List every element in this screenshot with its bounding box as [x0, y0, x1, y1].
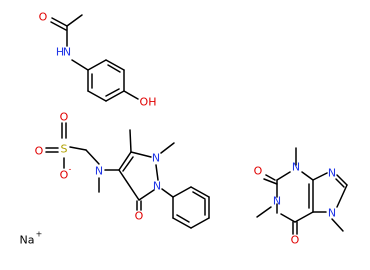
- atom-label-sulfur: S: [61, 143, 68, 156]
- atom-label-oxygen: O: [35, 145, 44, 158]
- bond: [130, 151, 152, 158]
- sodium-counterion: Na +: [20, 230, 43, 247]
- bond: [87, 59, 107, 71]
- bond: [87, 90, 107, 102]
- atom-label-nitrogen: N: [153, 180, 161, 193]
- bond: [256, 206, 272, 218]
- atom-label-nitrogen: N: [152, 152, 160, 165]
- charge-label-negative: -: [69, 165, 72, 174]
- bond: [190, 186, 210, 198]
- bond: [50, 21, 67, 31]
- caffeine-structure: N N N N O O: [254, 147, 348, 247]
- bond: [129, 129, 132, 153]
- bond: [301, 171, 314, 181]
- atom-label-oxygen: O: [291, 234, 300, 247]
- atom-label-nitrogen: N: [273, 195, 281, 208]
- bond: [105, 59, 125, 71]
- bond: [161, 188, 174, 198]
- bond: [71, 59, 89, 71]
- atom-label-nitrogen: N: [63, 46, 71, 59]
- bond: [192, 191, 206, 200]
- bond: [190, 217, 210, 229]
- bond: [105, 88, 120, 97]
- bond: [312, 172, 328, 181]
- bond: [118, 169, 140, 201]
- bond: [155, 164, 159, 181]
- bond: [66, 14, 83, 27]
- bond: [280, 213, 296, 223]
- bond: [85, 149, 100, 165]
- bond: [122, 156, 134, 172]
- bond: [160, 142, 175, 154]
- atom-label-nitrogen: N: [292, 161, 300, 174]
- bond: [336, 184, 348, 208]
- bond: [105, 90, 125, 102]
- bond: [123, 90, 139, 100]
- bond: [263, 178, 278, 185]
- charge-label-positive: +: [36, 230, 43, 239]
- atom-label-hydroxyl: OH: [140, 96, 157, 109]
- bond: [69, 146, 87, 151]
- metamizole-structure: S O O O - N N N O: [35, 111, 210, 229]
- bond: [118, 151, 132, 171]
- atom-label-oxygen: O: [254, 165, 263, 178]
- bond: [331, 218, 344, 232]
- atom-label-hydrogen: H: [56, 46, 64, 59]
- bond: [294, 211, 314, 223]
- bond: [336, 174, 348, 186]
- bond: [138, 189, 155, 201]
- atom-label-oxygen: O: [60, 111, 69, 124]
- bond: [107, 64, 121, 73]
- bond: [176, 214, 190, 223]
- bond: [172, 186, 192, 198]
- atom-label-oxygen: O: [135, 210, 144, 223]
- bond: [335, 178, 345, 188]
- atom-label-sodium: Na: [20, 234, 35, 247]
- bond: [51, 17, 68, 27]
- bond: [276, 171, 291, 181]
- atom-label-nitrogen: N: [328, 207, 336, 220]
- bond: [265, 174, 276, 181]
- atom-label-oxygen: O: [39, 11, 48, 24]
- atom-label-nitrogen: N: [328, 167, 336, 180]
- atom-label-oxygen: O: [60, 169, 69, 182]
- paracetamol-structure: O H N OH: [39, 11, 157, 109]
- bond: [172, 217, 192, 229]
- atom-label-nitrogen: N: [95, 165, 103, 178]
